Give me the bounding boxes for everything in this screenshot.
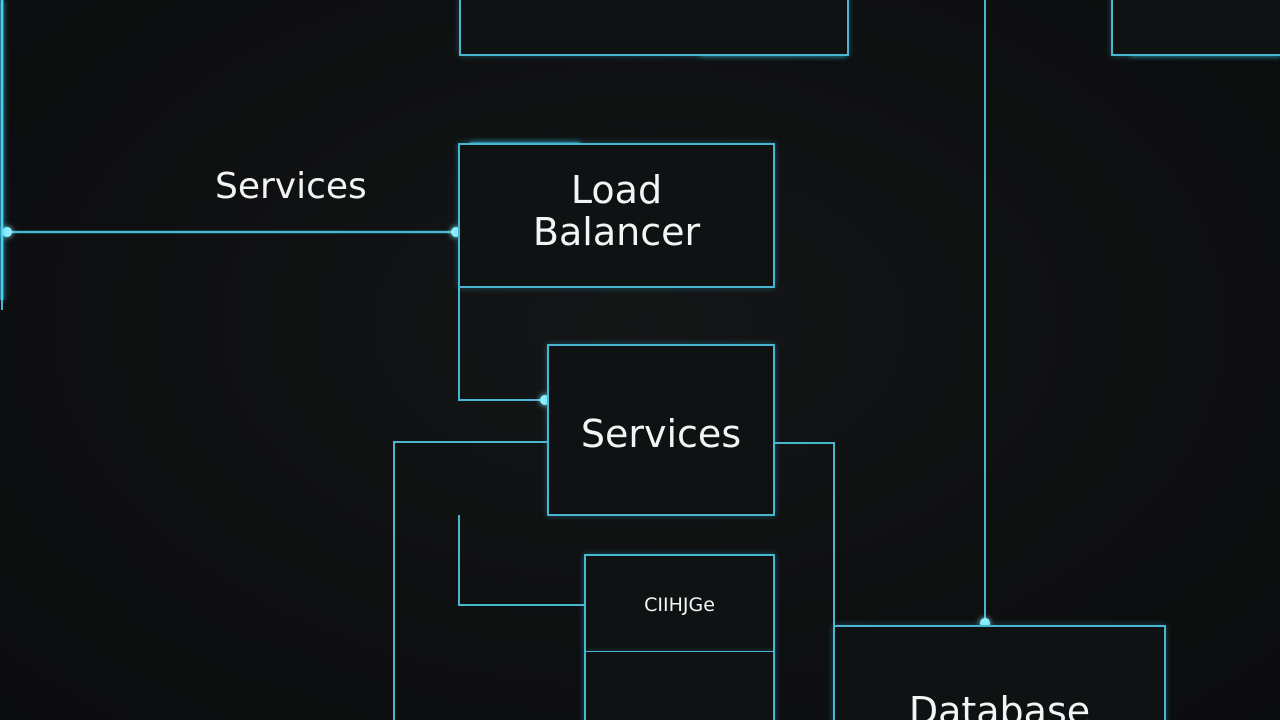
- top-partial-box: [459, 0, 849, 56]
- services-node: Services: [547, 344, 775, 516]
- junction-dot-left: [2, 227, 12, 237]
- loadbalancer-to-services-connector: [458, 287, 548, 401]
- services-to-database-connector: [775, 442, 835, 720]
- services-left-connector: [393, 441, 548, 720]
- services-label: Services: [580, 412, 742, 456]
- side-services-label: Services: [215, 166, 367, 207]
- load-balancer-label: Load Balancer: [532, 168, 701, 254]
- top-right-partial-box: [1111, 0, 1280, 56]
- cache-lower-partial-box: [584, 652, 775, 720]
- cache-node: CIIHJGe: [584, 554, 775, 653]
- database-label: Database: [908, 689, 1091, 720]
- cache-label: CIIHJGe: [644, 594, 715, 616]
- load-balancer-node: Load Balancer: [458, 143, 775, 288]
- cache-bracket-connector: [458, 515, 585, 606]
- database-node: Database: [833, 625, 1166, 720]
